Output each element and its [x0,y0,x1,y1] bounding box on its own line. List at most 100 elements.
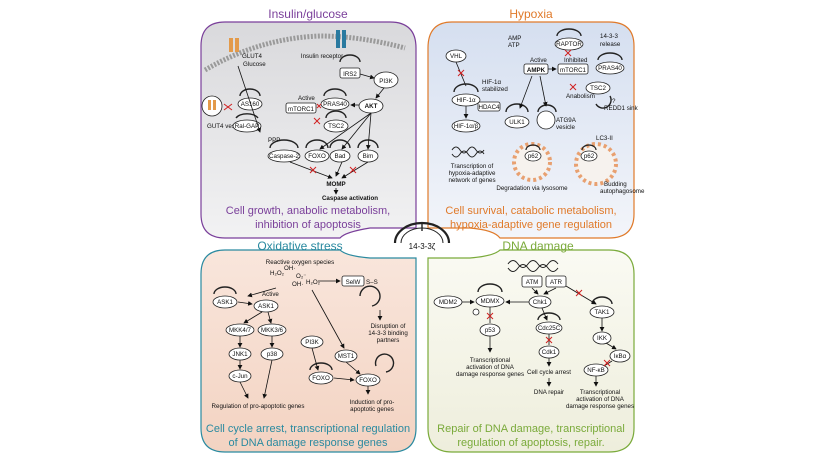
svg-text:FOXO: FOXO [312,375,330,382]
svg-text:damage response genes: damage response genes [456,371,524,378]
oxidative-title: Oxidative stress [257,239,342,253]
svg-text:MKK4/7: MKK4/7 [229,327,252,334]
svg-text:Degradation via lysosome: Degradation via lysosome [496,185,568,192]
svg-text:Disruption of: Disruption of [371,323,406,330]
svg-text:S–S: S–S [366,279,378,286]
svg-text:O₂⁻: O₂⁻ [296,273,306,280]
svg-text:Reactive oxygen species: Reactive oxygen species [266,259,334,266]
svg-text:Budding: Budding [604,181,627,188]
svg-text:Cell survival, catabolic metab: Cell survival, catabolic metabolism, [445,205,616,217]
svg-text:GLUT4: GLUT4 [242,53,263,60]
svg-text:RAPTOR: RAPTOR [556,41,582,48]
svg-text:PPP: PPP [268,137,280,144]
svg-text:AKT: AKT [365,103,378,110]
svg-text:ATR: ATR [550,279,562,286]
svg-text:MOMP: MOMP [326,181,345,188]
svg-text:Repair of DNA damage, transcri: Repair of DNA damage, transcriptional [437,423,625,435]
svg-text:Transcription of: Transcription of [451,163,494,170]
svg-text:ATG9A: ATG9A [556,117,577,124]
svg-text:FOXO: FOXO [308,153,326,160]
svg-text:activation of DNA: activation of DNA [576,396,625,403]
svg-text:TSC2: TSC2 [328,123,344,130]
svg-text:Chk1: Chk1 [533,299,548,306]
svg-text:MST1: MST1 [338,353,355,360]
svg-text:MDMX: MDMX [481,298,500,305]
svg-text:Induction of pro-: Induction of pro- [350,399,395,406]
svg-text:Bim: Bim [363,153,374,160]
svg-text:p38: p38 [267,351,278,358]
svg-text:H₂O₂: H₂O₂ [306,279,321,286]
svg-text:Cell cycle arrest, transcripti: Cell cycle arrest, transcriptional regul… [206,423,410,435]
svg-text:IRS2: IRS2 [343,71,357,78]
svg-text:inhibition of apoptosis: inhibition of apoptosis [255,219,361,231]
svg-text:DNA repair: DNA repair [534,389,564,396]
svg-text:apoptotic genes: apoptotic genes [350,406,394,413]
svg-text:TAK1: TAK1 [594,309,610,316]
svg-text:GUT4 vesicle: GUT4 vesicle [207,123,245,130]
svg-text:Bad: Bad [334,153,346,160]
svg-text:PRAS40: PRAS40 [323,101,347,108]
svg-text:IκBα: IκBα [614,353,627,360]
svg-text:Regulation of pro-apoptotic ge: Regulation of pro-apoptotic genes [212,403,305,410]
svg-text:OH·: OH· [284,265,295,272]
svg-text:release: release [600,41,621,48]
svg-text:vesicle: vesicle [556,124,575,131]
svg-text:autophagosome: autophagosome [600,188,645,195]
svg-text:14-3-3: 14-3-3 [600,33,618,40]
svg-text:Caspase-2: Caspase-2 [269,153,299,160]
dna-title: DNA damage [502,239,574,253]
svg-text:IKK: IKK [597,335,608,342]
hypoxia-title: Hypoxia [509,7,553,21]
svg-text:p62: p62 [528,153,539,160]
svg-text:p62: p62 [584,153,595,160]
svg-text:LC3-II: LC3-II [596,135,613,142]
svg-text:MKK3/6: MKK3/6 [261,327,284,334]
insulin-title: Insulin/glucose [268,7,348,21]
svg-text:H₂O₂: H₂O₂ [270,270,285,277]
insulin-content: GLUT4 Glucose Insulin receptor IRS2 PI3K… [201,30,406,231]
svg-text:stabilized: stabilized [482,86,508,93]
svg-text:Inhibited: Inhibited [564,57,588,64]
svg-text:Active: Active [530,57,547,64]
insulin-panel [200,21,417,239]
svg-text:partners: partners [377,337,400,344]
svg-text:AS160: AS160 [241,101,260,108]
svg-text:Active: Active [298,95,315,102]
svg-text:Active: Active [262,291,279,298]
svg-text:TSC2: TSC2 [590,85,606,92]
svg-text:AMP: AMP [508,35,521,42]
svg-text:MDM2: MDM2 [439,299,458,306]
svg-text:ASK1: ASK1 [217,299,233,306]
svg-text:HDAC4: HDAC4 [479,104,501,111]
hypoxia-panel [427,21,635,239]
svg-text:VHL: VHL [450,53,463,60]
svg-text:PRAS40: PRAS40 [598,65,622,72]
svg-text:Glucose: Glucose [243,61,266,68]
svg-text:ASK1: ASK1 [258,303,274,310]
svg-text:network of genes: network of genes [448,177,495,184]
svg-text:PI3K: PI3K [305,339,319,346]
dna-content: ATM ATR MDM2 MDMX Chk1 TAK1 p53 Cdc25C I… [433,260,634,449]
svg-text:damage response genes: damage response genes [566,403,634,410]
svg-text:NF-κB: NF-κB [587,367,605,374]
svg-text:HIF-1α/β: HIF-1α/β [454,123,479,130]
svg-text:Insulin receptor: Insulin receptor [301,53,343,60]
svg-text:mTORC1: mTORC1 [288,106,315,113]
svg-text:activation of DNA: activation of DNA [466,364,515,371]
svg-text:Cdk1: Cdk1 [542,349,557,356]
svg-text:JNK1: JNK1 [232,351,248,358]
hypoxia-content: VHL AMP ATP RAPTOR 14-3-3 release Active… [445,28,645,231]
svg-text:14-3-3ζ: 14-3-3ζ [409,242,436,251]
svg-text:Transcriptional: Transcriptional [470,357,510,364]
oxidative-content: Reactive oxygen species H₂O₂ OH· O₂⁻ OH·… [206,259,410,449]
svg-text:Cell growth, anabolic metaboli: Cell growth, anabolic metabolism, [226,205,390,217]
svg-text:mTORC1: mTORC1 [560,67,587,74]
svg-text:REDD1 sink: REDD1 sink [604,105,639,112]
svg-text:FOXO: FOXO [359,377,377,384]
svg-text:p53: p53 [485,327,496,334]
svg-text:HIF-1α: HIF-1α [482,79,501,86]
svg-text:hypoxia-adaptive: hypoxia-adaptive [449,170,496,177]
svg-text:Ral-GAP: Ral-GAP [235,123,259,130]
svg-text:SelW: SelW [346,279,361,286]
